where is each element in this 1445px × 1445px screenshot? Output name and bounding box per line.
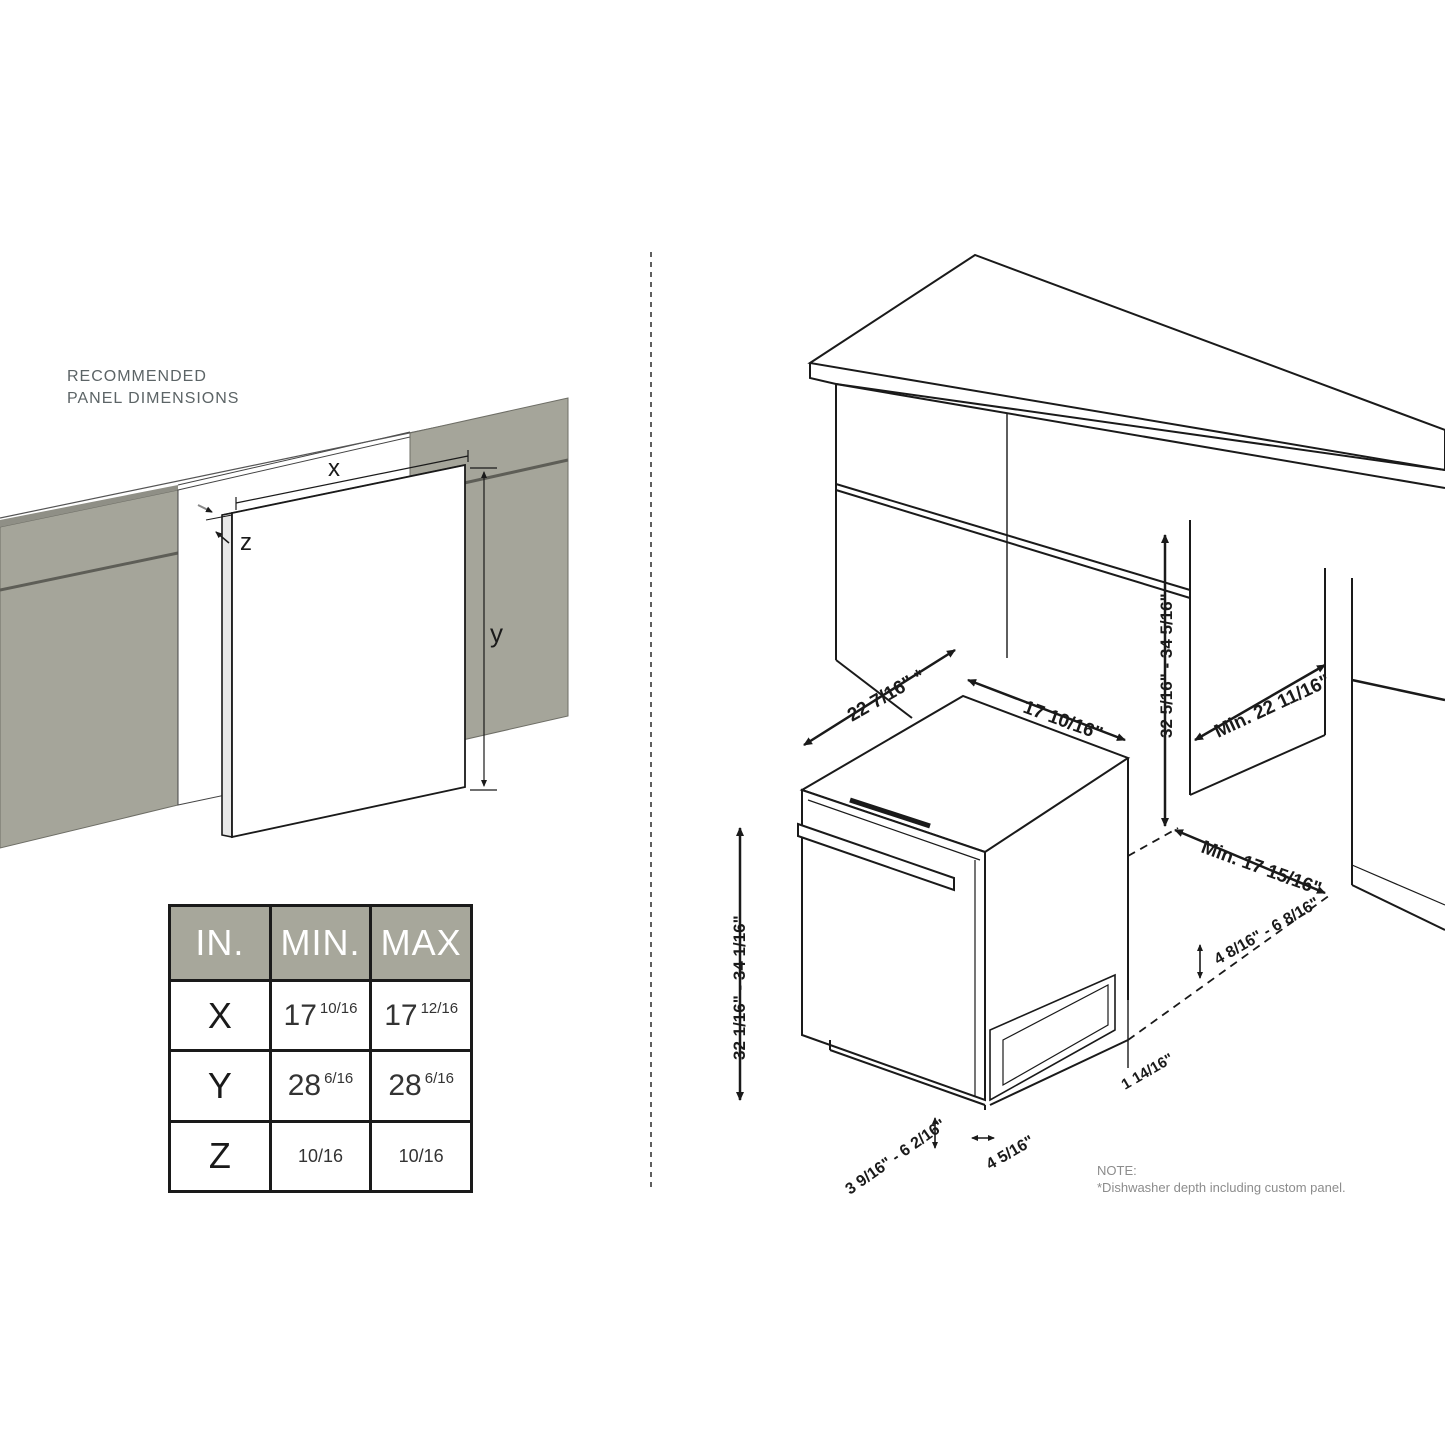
dim-min-depth: Min. 22 11/16": [1211, 671, 1333, 743]
header-unit: IN.: [168, 904, 272, 982]
x-min-whole: 17: [283, 998, 317, 1032]
dimension-lines: [736, 534, 1326, 1149]
row-label-y: Y: [168, 1049, 272, 1123]
dim-side-height: 1 14/16": [1119, 1050, 1177, 1093]
header-min: MIN.: [268, 904, 373, 982]
z-min-cell: 10/16: [268, 1119, 373, 1194]
note-text: *Dishwasher depth including custom panel…: [1097, 1180, 1346, 1195]
cabinet-run-illustration: x y z: [0, 397, 569, 849]
x-min-frac: 10/16: [319, 999, 358, 1017]
panel-label-x: x: [328, 455, 340, 482]
heading-line-2: PANEL DIMENSIONS: [67, 390, 240, 407]
x-max-whole: 17: [384, 998, 418, 1032]
heading-line-1: RECOMMENDED: [67, 368, 207, 385]
row-label-z: Z: [168, 1119, 272, 1194]
panel-label-y: y: [490, 618, 503, 648]
y-max-frac: 6/16: [424, 1069, 454, 1087]
y-min-frac: 6/16: [324, 1069, 354, 1087]
panel-dimensions-heading: RECOMMENDED PANEL DIMENSIONS: [67, 366, 239, 410]
dim-opening-height: 32 5/16" - 34 5/16": [1157, 593, 1176, 738]
y-max-whole: 28: [388, 1068, 422, 1102]
y-min-whole: 28: [287, 1068, 322, 1102]
x-max-frac: 12/16: [420, 999, 459, 1017]
table-row: Z 10/16 10/16: [168, 1119, 473, 1194]
panel-label-z: z: [240, 529, 252, 556]
dim-unit-height: 32 1/16" - 34 1/16": [730, 915, 749, 1060]
dim-toe-kick-height: 4 8/16" - 6 8/16": [1212, 895, 1323, 969]
header-max: MAX: [369, 904, 473, 982]
dim-depth: 22 7/16" *: [844, 665, 929, 726]
footnote: NOTE: *Dishwasher depth including custom…: [1097, 1162, 1346, 1196]
z-max-cell: 10/16: [369, 1119, 473, 1194]
row-label-x: X: [168, 978, 272, 1053]
dim-min-width: Min. 17 15/16": [1198, 837, 1324, 900]
dim-toe-kick-depth: 3 9/16" - 6 2/16": [843, 1116, 950, 1198]
note-title: NOTE:: [1097, 1163, 1137, 1178]
dim-toe-offset: 4 5/16": [984, 1133, 1038, 1174]
table-header-row: IN. MIN. MAX: [168, 904, 473, 982]
